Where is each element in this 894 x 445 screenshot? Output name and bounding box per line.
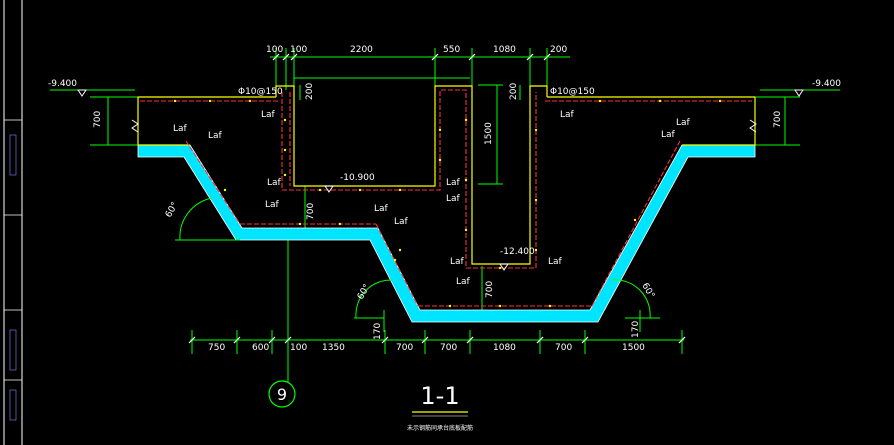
dim-right-700: 700 [773,111,783,128]
detail-marker [268,380,296,408]
dim-bot-1080: 1080 [493,343,516,353]
dim-top-100-a: 100 [266,45,283,55]
angle-left-lower: 60° [356,283,373,302]
elev-low: -12.400 [500,247,535,257]
rebar-label-left: Φ10@150 [238,87,283,97]
dim-bot-170: 170 [373,323,383,340]
section-title: 1-1 [420,382,459,410]
anchor-label: Laf [173,124,188,134]
angle-right: 60° [639,282,656,301]
anchor-label: Laf [456,277,471,287]
break-symbols [131,119,757,133]
anchor-label: Laf [661,130,676,140]
anchor-label: Laf [394,217,409,227]
anchor-label: Laf [676,118,691,128]
dim-bot-1350: 1350 [322,343,345,353]
anchor-label: Laf [265,200,280,210]
elevation-markers [77,89,804,271]
anchor-label: Laf [446,178,461,188]
slab-top-line [137,85,756,265]
elev-right-top: -9.400 [812,79,841,89]
anchor-label: Laf [560,110,575,120]
dim-rib-right: 200 [509,83,519,100]
dim-top-100-b: 100 [290,45,307,55]
anchor-label: Laf [450,257,465,267]
anchor-label: Laf [548,257,563,267]
rebar-lines [140,89,752,307]
dim-low-700: 700 [485,281,495,298]
angle-arcs [175,197,651,319]
title-underline [412,411,468,417]
elev-mid: -10.900 [340,173,375,183]
rebar-label-right: Φ10@150 [550,87,595,97]
anchor-label: Laf [446,194,461,204]
dim-top-200: 200 [550,45,567,55]
elev-left-top: -9.400 [48,79,77,89]
sheet-border [3,0,23,445]
dim-bot-750: 750 [208,343,225,353]
anchor-label: Laf [208,131,223,141]
dim-bot-700-c: 700 [555,343,572,353]
dim-bot-170-right: 170 [631,321,641,338]
dim-bot-700-a: 700 [396,343,413,353]
dim-web-1500: 1500 [484,122,494,145]
dim-bot-1500: 1500 [622,343,645,353]
dim-mid-700: 700 [306,203,316,220]
section-caption: 未示钢筋同承台底板配筋 [407,424,473,432]
angle-left-upper: 60° [164,201,181,220]
dimension-lines [50,48,840,382]
dim-bot-700-b: 700 [440,343,457,353]
dim-bot-100: 100 [290,343,307,353]
dim-left-700: 700 [93,111,103,128]
detail-number: 9 [277,385,287,404]
dim-rib-left: 200 [305,83,315,100]
concrete-fill [137,144,756,323]
dim-top-1080: 1080 [493,45,516,55]
dim-top-550: 550 [443,45,460,55]
anchor-label: Laf [267,178,282,188]
dimension-ticks [188,53,686,344]
anchor-label: Laf [261,110,276,120]
dim-bot-600: 600 [252,343,269,353]
anchor-label: Laf [374,204,389,214]
rebar-dots [173,99,722,308]
dim-top-2200: 2200 [350,45,373,55]
